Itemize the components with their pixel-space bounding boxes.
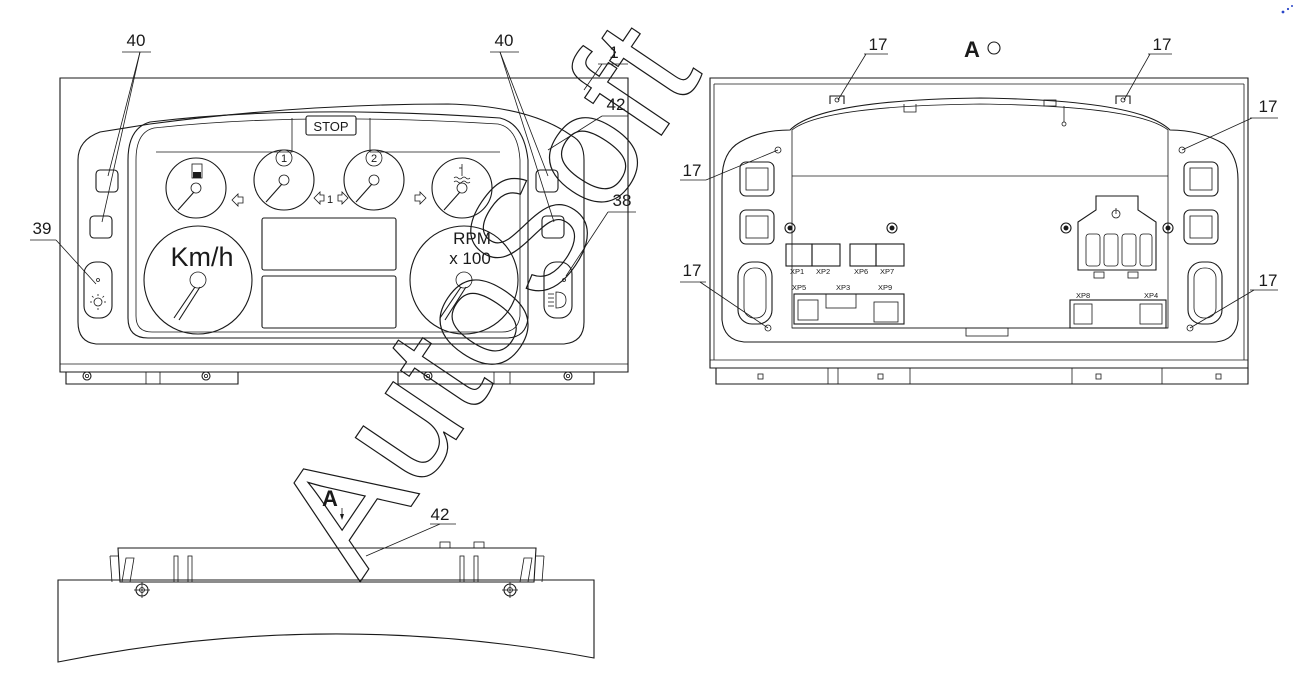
cluster-lens [127, 111, 529, 339]
connector-label: XP1 [790, 267, 804, 276]
corner-mark [1281, 5, 1293, 14]
speedometer-unit: Km/h [170, 242, 233, 272]
stop-lamp [305, 115, 357, 136]
callout-42-front: 42 [607, 95, 626, 114]
callout-17: 17 [683, 261, 702, 280]
callout-40-left: 40 [127, 31, 146, 50]
rear-view-label: A [964, 37, 980, 62]
mounting-screw [201, 371, 211, 381]
side-button [95, 169, 119, 193]
headlight-switch [543, 261, 573, 319]
callout-1: 1 [609, 43, 618, 62]
callout-39: 39 [33, 219, 52, 238]
gauge-one: 1 [253, 149, 315, 211]
connector-xp1 [785, 243, 813, 267]
connector-xp2 [811, 243, 841, 267]
tachometer: RPM x 100 [409, 225, 519, 335]
connector-label: XP9 [878, 283, 892, 292]
callout-17: 17 [1153, 35, 1172, 54]
mounting-screw [423, 371, 433, 381]
connector-xp6 [849, 243, 877, 267]
power-module [1077, 195, 1157, 271]
fuel-gauge [165, 157, 227, 219]
connector-label: XP2 [816, 267, 830, 276]
callout-17: 17 [1259, 97, 1278, 116]
connector-block-xp5-xp3-xp9 [793, 293, 905, 325]
stop-label: STOP [313, 119, 348, 134]
gauge-two: 2 [343, 149, 405, 211]
tachometer-unit: RPM [453, 229, 491, 248]
callout-17: 17 [683, 161, 702, 180]
light-switch [83, 261, 113, 319]
gauge-two-digit: 2 [371, 153, 377, 165]
callout-38: 38 [613, 191, 632, 210]
connector-label: XP3 [836, 283, 850, 292]
turn-indicator-digit: 1 [327, 194, 333, 206]
turn-right-icon [414, 191, 427, 205]
side-button [541, 215, 565, 239]
mounting-screw [563, 371, 573, 381]
front-bezel [77, 103, 585, 345]
connector-block-xp8-xp4 [1069, 299, 1167, 329]
view-direction-circle [987, 41, 1001, 55]
mounting-screw [134, 582, 150, 598]
callout-17: 17 [869, 35, 888, 54]
tachometer-scale: x 100 [449, 249, 491, 268]
turn-right-icon [337, 191, 349, 205]
mounting-screw [82, 371, 92, 381]
bottom-view-label: A [322, 486, 338, 511]
connector-label: XP7 [880, 267, 894, 276]
callout-40-right: 40 [495, 31, 514, 50]
connector-labels: XP1 XP2 XP6 XP7 XP5 XP3 XP9 XP8 XP4 [790, 267, 1158, 300]
connector-label: XP8 [1076, 291, 1090, 300]
watermark-text: AutoSoft [240, 0, 732, 601]
connector-label: XP6 [854, 267, 868, 276]
bottom-view: A 42 [57, 486, 595, 663]
bezel-top-view [57, 579, 595, 663]
callout-42-bottom: 42 [431, 505, 450, 524]
display-lower [261, 275, 397, 329]
mounting-screw [502, 582, 518, 598]
watermark: AutoSoft [239, 0, 732, 602]
display-upper [261, 217, 397, 271]
gauge-one-digit: 1 [281, 153, 287, 165]
turn-left-icon [313, 191, 325, 205]
turn-left-icon [231, 193, 244, 207]
side-button [535, 169, 559, 193]
side-button [89, 215, 113, 239]
connector-xp7 [875, 243, 905, 267]
housing-top [117, 547, 537, 583]
front-view: STOP [30, 31, 636, 385]
temperature-gauge [431, 157, 493, 219]
sun-icon [90, 294, 106, 310]
front-housing [59, 77, 629, 373]
speedometer: Km/h [143, 225, 253, 335]
headlight-icon [548, 291, 567, 309]
connector-label: XP5 [792, 283, 806, 292]
rear-frame [721, 97, 1239, 343]
connector-label: XP4 [1144, 291, 1158, 300]
callout-17: 17 [1259, 271, 1278, 290]
rear-view: A [680, 35, 1278, 385]
